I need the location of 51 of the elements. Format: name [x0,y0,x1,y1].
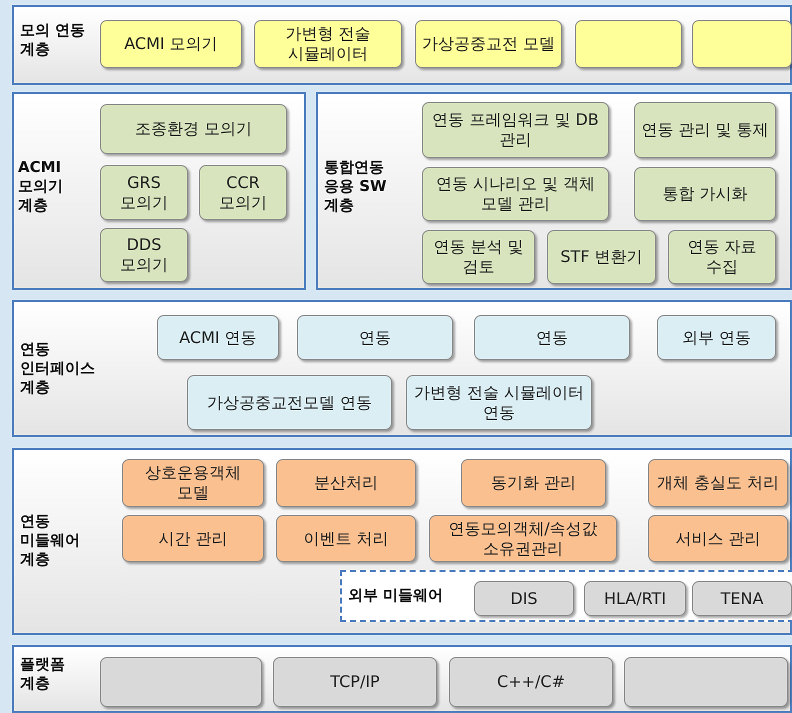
module-box: ACMI 연동 [157,315,279,360]
layer-panel [12,5,792,85]
module-box: 조종환경 모의기 [100,104,287,154]
module-box: 연동 [474,315,630,360]
module-box: 상호운용객체 모델 [122,459,264,507]
module-box: CCR 모의기 [199,165,287,220]
module-box: 동기화 관리 [461,459,606,507]
module-box: DIS [474,581,574,616]
dashed-group-box [340,570,792,622]
empty-box [624,657,788,707]
module-box: 연동 [297,315,453,360]
module-box: 연동 프레임워크 및 DB 관리 [422,102,609,158]
module-box: DDS 모의기 [100,228,188,282]
module-box: 가변형 전술 시뮬레이터 [254,20,402,68]
empty-box [100,657,262,707]
module-box: 분산처리 [276,459,416,507]
layer-title: 플랫폼 계층 [20,655,66,693]
module-box: C++/C# [449,657,613,707]
layer-panel [316,92,792,290]
module-box: TCP/IP [273,657,437,707]
module-box: 가상공중교전모델 연동 [187,375,392,430]
module-box: 통합 가시화 [634,167,776,221]
layer-title: ACMI 모의기 계층 [18,158,64,215]
layer-panel [12,92,306,290]
layer-panel [12,448,792,635]
layer-panel [12,645,792,713]
module-box: ACMI 모의기 [100,20,242,68]
module-box: 연동 관리 및 통제 [634,102,776,158]
empty-box [692,20,792,68]
module-box: 연동 시나리오 및 객체 모델 관리 [422,167,609,221]
module-box: GRS 모의기 [100,165,188,220]
layer-title: 모의 연동 계층 [20,21,86,59]
module-box: 이벤트 처리 [276,515,416,562]
layer-title: 외부 미들웨어 [348,586,444,605]
module-box: 서비스 관리 [648,515,788,562]
empty-box [575,20,682,68]
layer-panel [12,300,792,437]
module-box: 연동 분석 및 검토 [422,230,535,284]
module-box: 가상공중교전 모델 [415,20,562,68]
layer-title: 연동 인터페이스 계층 [20,340,96,397]
module-box: 가변형 전술 시뮬레이터 연동 [406,375,592,430]
module-box: TENA [692,581,792,616]
module-box: STF 변환기 [547,230,656,284]
layer-title: 통합연동 응용 SW 계층 [324,158,388,215]
module-box: 외부 연동 [657,315,776,360]
module-box: 연동모의객체/속성값 소유권관리 [429,515,617,562]
module-box: 시간 관리 [122,515,264,562]
layer-title: 연동 미들웨어 계층 [20,512,81,569]
module-box: HLA/RTI [584,581,686,616]
module-box: 연동 자료 수집 [668,230,776,284]
module-box: 개체 충실도 처리 [648,459,788,507]
